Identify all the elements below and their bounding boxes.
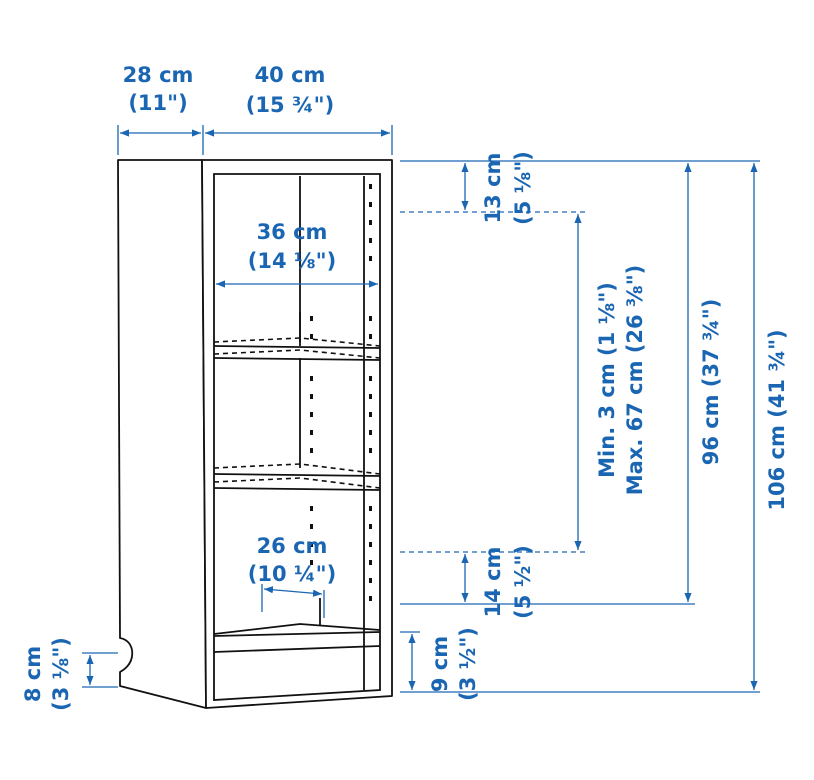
total-height-label: 106 cm (41 ¾") bbox=[765, 329, 789, 510]
inner-depth-arrow bbox=[263, 586, 323, 597]
inner-depth-metric-label: 26 cm bbox=[257, 534, 328, 558]
top-gap-metric-label: 13 cm bbox=[481, 153, 505, 224]
bottom-shelf bbox=[213, 598, 381, 653]
dimension-lines bbox=[82, 125, 760, 693]
depth-metric-label: 28 cm bbox=[123, 63, 194, 87]
side-panel bbox=[117, 159, 207, 709]
bottom-gap-metric-label: 14 cm bbox=[481, 547, 505, 618]
inner-depth-imperial-label: (10 ¼") bbox=[248, 562, 336, 586]
foot-imperial-label: (3 ⅛") bbox=[49, 637, 73, 711]
front-frame bbox=[201, 159, 393, 709]
bookcase-drawing bbox=[117, 159, 393, 709]
depth-imperial-label: (11") bbox=[128, 91, 187, 115]
plinth-imperial-label: (3 ½") bbox=[456, 627, 480, 701]
shelf-range-min-label: Min. 3 cm (1 ⅛") bbox=[595, 282, 619, 478]
bottom-gap-imperial-label: (5 ½") bbox=[511, 545, 535, 619]
inner-width-imperial-label: (14 ⅛") bbox=[248, 249, 336, 273]
foot-metric-label: 8 cm bbox=[21, 646, 45, 702]
shelf-range-max-label: Max. 67 cm (26 ⅜") bbox=[623, 265, 647, 496]
plinth-metric-label: 9 cm bbox=[428, 636, 452, 692]
top-gap-imperial-label: (5 ⅛") bbox=[511, 151, 535, 225]
adjustable-shelf-upper bbox=[213, 337, 381, 361]
height-96-label: 96 cm (37 ¾") bbox=[699, 299, 723, 466]
width-metric-label: 40 cm bbox=[255, 63, 326, 87]
inner-width-metric-label: 36 cm bbox=[257, 220, 328, 244]
width-imperial-label: (15 ¾") bbox=[246, 93, 334, 117]
shelf-pin-holes bbox=[310, 184, 372, 601]
inner-opening bbox=[213, 173, 381, 701]
dimension-labels: 28 cm (11") 40 cm (15 ¾") 36 cm (14 ⅛") … bbox=[21, 63, 789, 711]
adjustable-shelf-lower bbox=[213, 463, 381, 491]
